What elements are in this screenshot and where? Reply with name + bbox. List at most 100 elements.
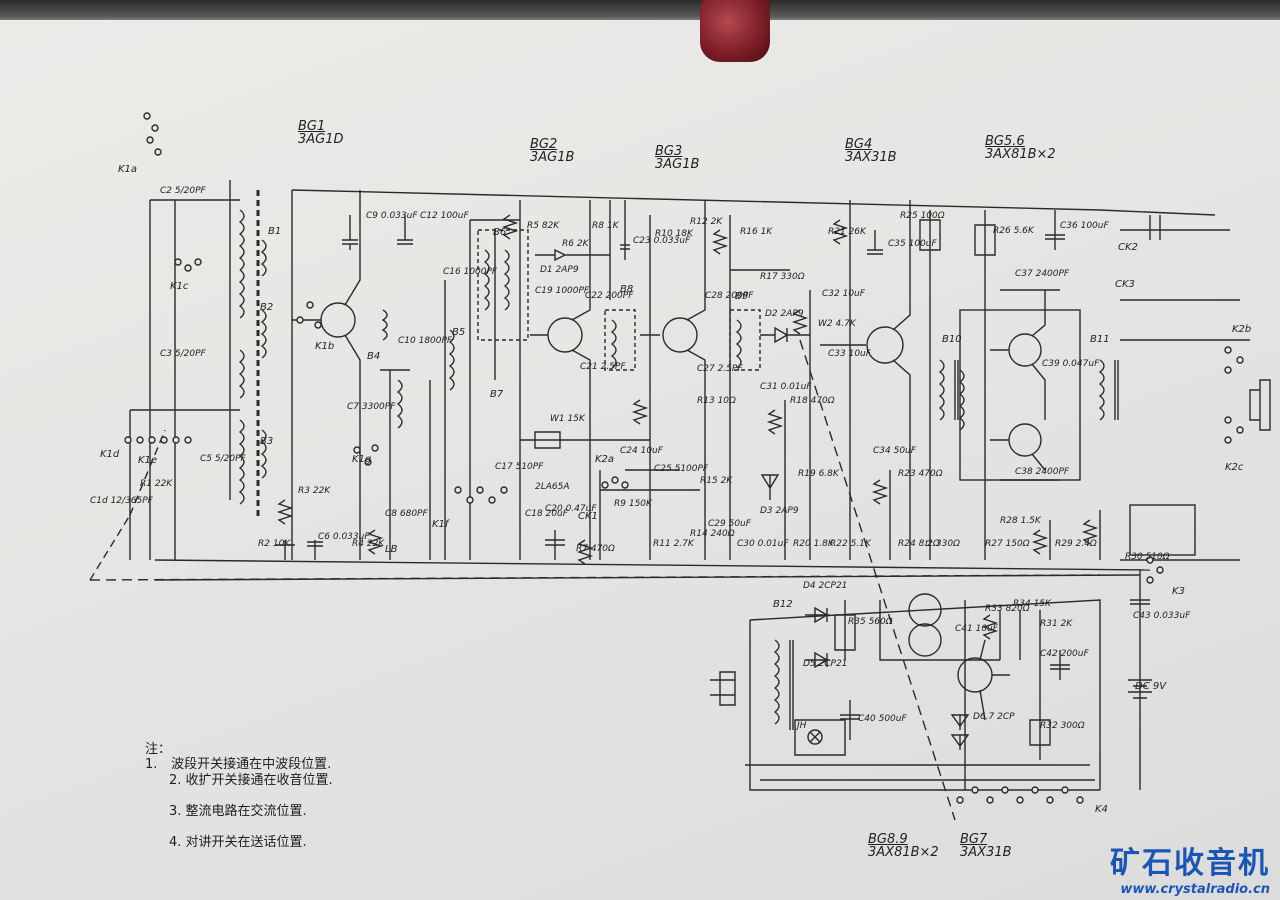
label-r29: R29 2.4Ω [1055, 539, 1097, 549]
note-4: 4. 对讲开关在送话位置. [169, 835, 307, 850]
label-c32: C32 10uF [822, 289, 865, 299]
label-b1: B1 [268, 226, 282, 237]
label-r28: R28 1.5K [1000, 516, 1041, 526]
label-dc-9v: DC 9V [1135, 681, 1167, 692]
label-c28: C28 200PF [705, 291, 754, 301]
label-k1f: K1f [432, 519, 449, 530]
label-r27: R27 150Ω [985, 539, 1030, 549]
gang-link-diagonal [799, 339, 956, 821]
label-c3: C3 5/20PF [160, 349, 206, 359]
label-c42: C42 200uF [1040, 649, 1089, 659]
label-2la65a: 2LA65A [535, 482, 570, 492]
note-2: 2. 收扩开关接通在收音位置. [169, 773, 333, 788]
label-d4: D4 2CP21 [803, 581, 848, 591]
label-k1g: K1g [352, 454, 372, 465]
watermark: 矿石收音机 www.crystalradio.cn [1110, 838, 1270, 897]
label-r25: R25 100Ω [900, 211, 945, 221]
label-k2a: K2a [595, 454, 615, 465]
label-k1d: K1d [100, 449, 120, 460]
label-c33: C33 10uF [828, 349, 871, 359]
label-r30: R30 510Ω [1125, 552, 1170, 562]
label-r4: R4 22K [352, 539, 385, 549]
label-c18: C18 20uF [525, 509, 568, 519]
label-r10: R10 18K [655, 229, 693, 239]
label-c17: C17 510PF [495, 462, 544, 472]
schematic-sheet [0, 20, 1280, 900]
label-c19: C19 1000PF [535, 286, 590, 296]
label-ck3: CK3 [1115, 279, 1135, 290]
label-b10: B10 [942, 334, 962, 345]
label-r16: R16 1K [740, 227, 773, 237]
label-r13: R13 10Ω [697, 396, 736, 406]
label-r19: R19 6.8K [798, 469, 839, 479]
label-r14: R14 240Ω [690, 529, 735, 539]
label-d1: D1 2AP9 [540, 265, 579, 275]
label-r22: R22 5.1K [830, 539, 871, 549]
label-r26: R26 5.6K [993, 226, 1034, 236]
note-3: 3. 整流电路在交流位置. [169, 804, 307, 819]
label-r34: R34 15K [1013, 599, 1051, 609]
label-c39: C39 0.047uF [1042, 359, 1100, 369]
label-k3: K3 [1172, 586, 1185, 597]
label-k2b: K2b [1232, 324, 1252, 335]
label-c35: C35 100uF [888, 239, 937, 249]
label-c27: C27 2.5PF [697, 364, 743, 374]
label-ck1: CK1 [578, 511, 598, 522]
label-b3: B3 [260, 436, 274, 447]
label-r35: R35 560Ω [848, 617, 893, 627]
notes-block: 注：1. 波段开关接通在中波段位置. 2. 收扩开关接通在收音位置. 3. 整流… [145, 738, 333, 862]
label-r15: R15 2K [700, 476, 733, 486]
label-r2: R2 10K [258, 539, 291, 549]
gang-link-left [89, 429, 166, 581]
label-r1: R1 22K [140, 479, 173, 489]
label-b12: B12 [773, 599, 793, 610]
label-r9: R9 150K [614, 499, 652, 509]
label-c7: C7 3300PF [347, 402, 396, 412]
note-1: 注：1. 波段开关接通在中波段位置. [145, 742, 332, 772]
label-b5: B5 [452, 327, 466, 338]
label-rt: t° 330Ω [925, 539, 960, 549]
label-r32: R32 300Ω [1040, 721, 1085, 731]
label-r33: R33 820Ω [985, 604, 1030, 614]
middle-ground-rail [154, 559, 1151, 571]
label-r7: R7 470Ω [576, 544, 615, 554]
label-k1a: K1a [118, 164, 138, 175]
label-d2: D2 2AP9 [765, 309, 804, 319]
label-k4: K4 [1095, 804, 1108, 815]
label-r6: R6 2K [562, 239, 589, 249]
label-c36: C36 100uF [1060, 221, 1109, 231]
label-r8: R8 1K [592, 221, 619, 231]
label-r21: R21 26K [828, 227, 866, 237]
label-r17: R17 330Ω [760, 272, 805, 282]
label-r20: R20 1.8K [793, 539, 834, 549]
label-c40: C40 500uF [858, 714, 907, 724]
label-r3: R3 22K [298, 486, 331, 496]
label-c37: C37 2400PF [1015, 269, 1070, 279]
label-k2c: K2c [1225, 462, 1244, 473]
label-w1: W1 15K [550, 414, 585, 424]
label-c10: C10 1800PF [398, 336, 453, 346]
label-jh: JH [797, 721, 807, 731]
gang-link-bottom [89, 574, 1101, 581]
label-c8: C8 680PF [385, 509, 428, 519]
label-c38: C38 2400PF [1015, 467, 1070, 477]
label-d5: D5 2CP21 [803, 659, 848, 669]
red-knob [700, 0, 770, 62]
label-c34: C34 50uF [873, 446, 916, 456]
label-c21: C21 2.5PF [580, 362, 626, 372]
label-c5: C5 5/20PF [200, 454, 246, 464]
label-c2: C2 5/20PF [160, 186, 206, 196]
label-c12: C12 100uF [420, 211, 469, 221]
label-c24: C24 10uF [620, 446, 663, 456]
label-b8: B8 [620, 284, 634, 295]
label-c43: C43 0.033uF [1133, 611, 1191, 621]
label-c20: C20 0.47uF [545, 504, 597, 514]
label-k1c: K1c [170, 281, 189, 292]
